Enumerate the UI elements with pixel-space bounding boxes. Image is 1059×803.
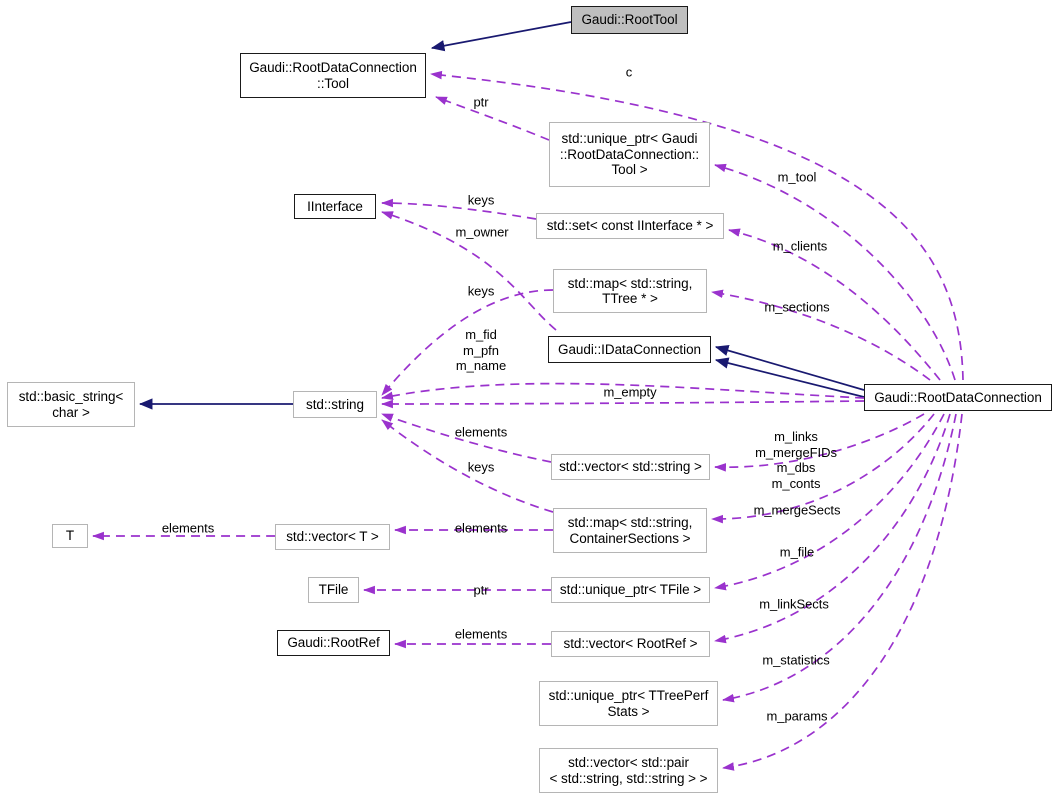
edge-label-m_mergeSects: m_mergeSects [753,502,841,518]
edge-m-links-group [714,413,925,472]
class-node-roottool[interactable]: Gaudi::RootTool [571,6,688,34]
class-node-vec_rootref[interactable]: std::vector< RootRef > [551,631,710,657]
class-node-map_contsect[interactable]: std::map< std::string, ContainerSections… [553,508,707,553]
class-node-uptr_tfile[interactable]: std::unique_ptr< TFile > [551,577,710,603]
class-node-vec_string[interactable]: std::vector< std::string > [551,454,710,480]
edge-m-linksects [714,413,951,644]
edge-m-params [722,413,963,771]
class-node-basic_string[interactable]: std::basic_string< char > [7,382,135,427]
edge-m-fid-pfn-name [381,382,865,401]
edge-m-mergesects [711,413,935,524]
edge-keys-map-ttree [381,289,554,396]
edge-label-elements_rr: elements [454,626,508,642]
edge-label-ptr_tool: ptr [473,94,489,110]
edge-label-m_tool: m_tool [777,169,817,185]
edge-label-keys_set: keys [467,192,495,208]
edge-elements-vec-string [381,413,552,463]
edge-label-keys_vec: keys [467,459,495,475]
edge-label-keys_map: keys [467,283,495,299]
edge-label-elements_t: elements [161,520,215,536]
class-node-rootref[interactable]: Gaudi::RootRef [277,630,390,656]
class-node-tool[interactable]: Gaudi::RootDataConnection ::Tool [240,53,426,98]
edge-label-ptr_tfile: ptr [473,582,489,598]
class-node-string[interactable]: std::string [293,391,377,418]
class-node-uptr_tool[interactable]: std::unique_ptr< Gaudi ::RootDataConnect… [549,122,710,187]
edge-m-file [714,413,945,591]
edge-label-m_clients: m_clients [772,238,828,254]
edge-rootdataconn-to-idataconnection-a [714,345,865,391]
edge-label-m_statistics: m_statistics [762,652,830,668]
edge-label-c: c [625,64,633,80]
edge-label-elements_vs: elements [454,424,508,440]
edge-label-m_links_grp: m_links m_mergeFIDs m_dbs m_conts [755,429,837,491]
edge-rootdataconn-to-idataconnection-b [714,357,865,398]
class-node-iinterface[interactable]: IInterface [294,194,376,219]
inheritance-edges [138,21,865,410]
edge-label-m_empty: m_empty [603,384,657,400]
usage-edges [92,70,964,771]
edge-c-roottool-rootdataconn [430,70,964,381]
edge-label-m_file: m_file [779,544,815,560]
edge-m-sections [711,289,931,381]
class-node-set_iinterface[interactable]: std::set< const IInterface * > [536,213,724,239]
class-node-tfile[interactable]: TFile [308,577,359,603]
class-node-map_ttree[interactable]: std::map< std::string, TTree * > [553,269,707,313]
edge-m-empty [381,399,865,409]
edge-label-m_linkSects: m_linkSects [759,596,829,612]
edge-m-statistics [722,413,957,703]
edge-roottool-to-tool [430,21,572,52]
edge-m-owner-tool-iinterface [381,211,557,331]
class-node-idataconnection[interactable]: Gaudi::IDataConnection [548,336,711,363]
class-node-vec_pair[interactable]: std::vector< std::pair < std::string, st… [539,748,718,793]
edge-label-m_owner: m_owner [455,224,509,240]
edge-label-m_sections: m_sections [764,299,830,315]
edge-m-tool [714,163,956,381]
edge-keys-set-iinterface [381,198,537,220]
edge-label-elements_map: elements [454,520,508,536]
class-node-vec_t[interactable]: std::vector< T > [275,524,390,550]
class-node-t_param[interactable]: T [52,524,88,548]
edge-m-clients [728,228,941,381]
class-node-rootdataconn[interactable]: Gaudi::RootDataConnection [864,384,1052,411]
class-node-uptr_perfstats[interactable]: std::unique_ptr< TTreePerf Stats > [539,681,718,726]
edge-label-m_params: m_params [766,708,828,724]
edge-ptr-uptrtool-tool [435,96,550,141]
edge-label-m_fid_group: m_fid m_pfn m_name [455,326,507,373]
edge-keys-map-contsect [381,419,554,513]
